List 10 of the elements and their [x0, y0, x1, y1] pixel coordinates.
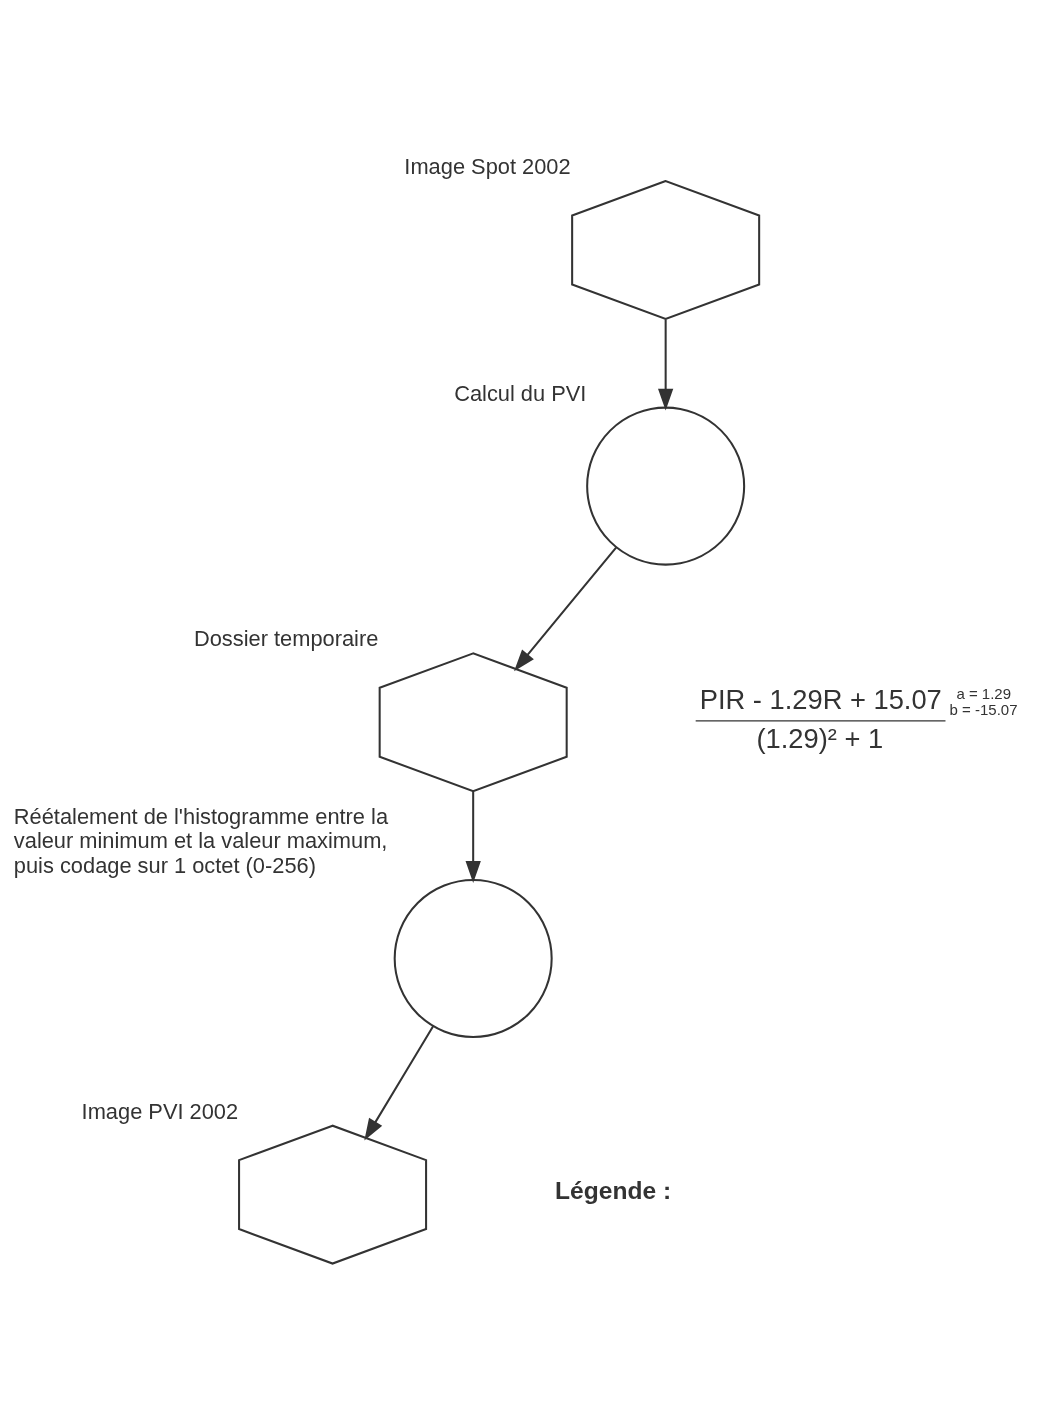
label: a = 1.29	[956, 684, 1012, 702]
node-label: Calcul du PVI	[454, 380, 587, 406]
label: Légende :	[555, 1177, 672, 1205]
node-label: Dossier temporaire	[193, 626, 379, 652]
node-label: Image Spot 2002	[404, 153, 571, 179]
label: (1.29)² + 1	[756, 723, 884, 755]
node-label: Image PVI 2002	[81, 1098, 239, 1124]
label: b = -15.07	[949, 701, 1018, 719]
label: PIR - 1.29R + 15.07	[699, 683, 942, 715]
node-label: Réétalement de l'histogramme entre la valeur minimum et la valeur maximum, puis codage sur 1 octet (0-256)	[13, 803, 389, 878]
